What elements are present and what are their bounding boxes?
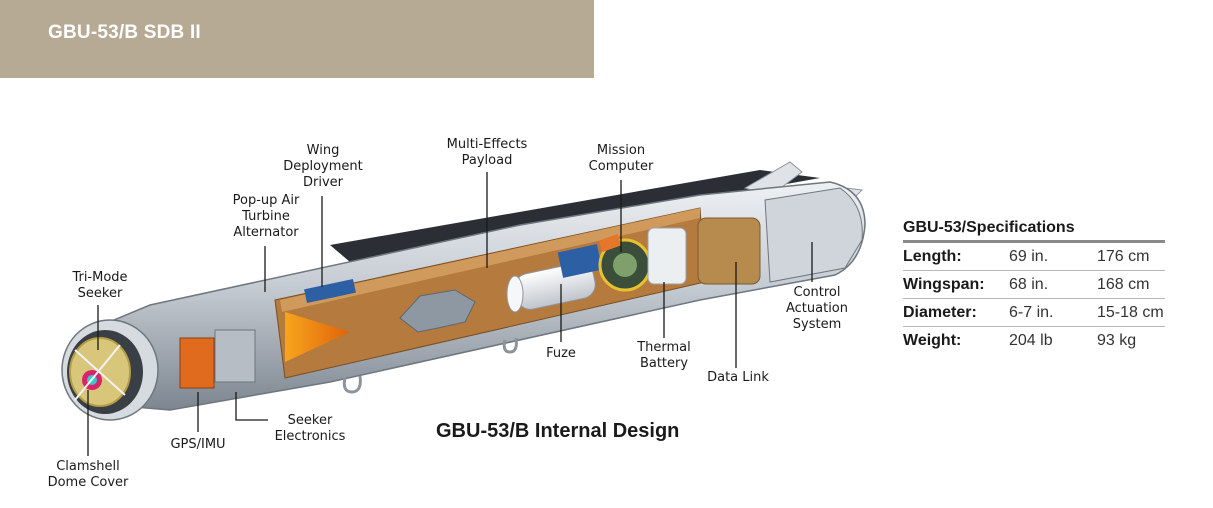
spec-label: Diameter: xyxy=(903,303,977,321)
label-data-link: Data Link xyxy=(707,370,769,385)
page-title: GBU-53/B SDB II xyxy=(48,22,201,43)
label-clamshell-dome-cover: Clamshell Dome Cover xyxy=(47,459,129,490)
specifications-table: GBU-53/Specifications Length: 69 in. 176… xyxy=(903,219,1165,354)
label-gps-imu: GPS/IMU xyxy=(170,437,226,452)
label-control-actuation-system: Control Actuation System xyxy=(785,285,849,332)
spec-imperial: 6-7 in. xyxy=(1009,303,1054,321)
data-link-cylinder xyxy=(697,217,761,285)
wing-driver-block xyxy=(304,278,356,304)
spec-row-weight: Weight: 204 lb 93 kg xyxy=(903,327,1165,354)
spec-label: Weight: xyxy=(903,331,962,349)
spec-label: Length: xyxy=(903,247,962,265)
lug-2 xyxy=(502,337,518,354)
tail-section xyxy=(764,187,863,283)
spec-metric: 176 cm xyxy=(1097,247,1150,265)
cutaway-shade xyxy=(280,208,700,312)
specifications-title: GBU-53/Specifications xyxy=(903,219,1165,243)
diagram-caption: GBU-53/B Internal Design xyxy=(436,420,680,442)
label-seeker-electronics: Seeker Electronics xyxy=(274,413,346,444)
spec-metric: 168 cm xyxy=(1097,275,1150,293)
penetrator-cone xyxy=(285,312,350,362)
label-tri-mode-seeker: Tri-Mode Seeker xyxy=(72,270,128,301)
lug-1 xyxy=(342,375,362,394)
label-air-turbine-alternator: Pop-up Air Turbine Alternator xyxy=(232,193,300,240)
leader-lines xyxy=(87,172,813,456)
label-multi-effects-payload: Multi-Effects Payload xyxy=(446,137,528,168)
spec-metric: 15-18 cm xyxy=(1097,303,1164,321)
gps-imu-block xyxy=(179,337,215,389)
spec-row-wingspan: Wingspan: 68 in. 168 cm xyxy=(903,271,1165,299)
spec-metric: 93 kg xyxy=(1097,331,1137,349)
seeker-dome xyxy=(61,319,159,421)
spec-row-diameter: Diameter: 6-7 in. 15-18 cm xyxy=(903,299,1165,327)
fuze-electronics xyxy=(557,244,603,278)
spec-label: Wingspan: xyxy=(903,275,985,293)
thermal-battery xyxy=(647,227,687,285)
spec-imperial: 69 in. xyxy=(1009,247,1049,265)
label-thermal-battery: Thermal Battery xyxy=(637,340,691,371)
label-wing-deployment-driver: Wing Deployment Driver xyxy=(283,143,363,190)
label-fuze: Fuze xyxy=(546,346,576,361)
seeker-electronics-block xyxy=(214,329,256,383)
header-band: GBU-53/B SDB II xyxy=(0,0,594,78)
spec-imperial: 68 in. xyxy=(1009,275,1049,293)
spec-row-length: Length: 69 in. 176 cm xyxy=(903,243,1165,271)
spec-imperial: 204 lb xyxy=(1009,331,1053,349)
payload-fragment xyxy=(399,289,476,333)
label-mission-computer: Mission Computer xyxy=(588,143,654,174)
